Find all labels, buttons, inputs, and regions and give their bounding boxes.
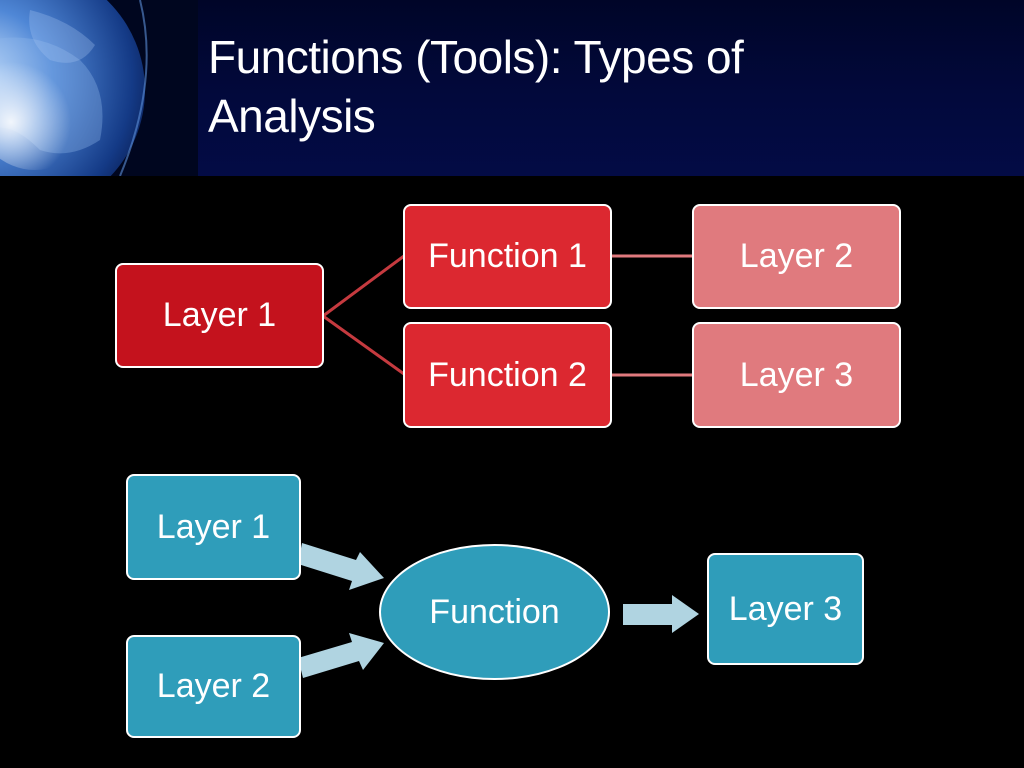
node-layer-3-label: Layer 3 (739, 355, 854, 394)
arrow-layer1-to-function (298, 543, 384, 590)
input-layer-2: Layer 2 (126, 635, 301, 738)
slide-title-line1: Functions (Tools): Types of (208, 31, 744, 83)
node-function-1: Function 1 (403, 204, 612, 309)
node-function-2: Function 2 (403, 322, 612, 428)
connector-root-function1 (322, 254, 405, 318)
input-layer-2-label: Layer 2 (156, 667, 271, 705)
connector-root-function2 (322, 314, 405, 376)
input-layer-1: Layer 1 (126, 474, 301, 580)
output-layer-3-label: Layer 3 (728, 589, 843, 628)
function-node: Function (379, 544, 610, 680)
node-layer-1: Layer 1 (115, 263, 324, 368)
node-layer-2-label: Layer 2 (739, 237, 854, 275)
node-layer-3: Layer 3 (692, 322, 901, 428)
arrow-function-to-layer3 (623, 595, 699, 633)
function-node-label: Function (429, 592, 560, 631)
node-function-1-label: Function 1 (428, 237, 587, 275)
slide-title: Functions (Tools): Types of Analysis (208, 28, 988, 146)
node-layer-2: Layer 2 (692, 204, 901, 309)
slide-title-line2: Analysis (208, 90, 376, 142)
globe-image (0, 0, 198, 176)
node-layer-1-label: Layer 1 (162, 296, 277, 334)
output-layer-3: Layer 3 (707, 553, 864, 665)
node-function-2-label: Function 2 (428, 355, 587, 394)
input-layer-1-label: Layer 1 (156, 507, 271, 546)
arrow-layer2-to-function (298, 633, 384, 678)
